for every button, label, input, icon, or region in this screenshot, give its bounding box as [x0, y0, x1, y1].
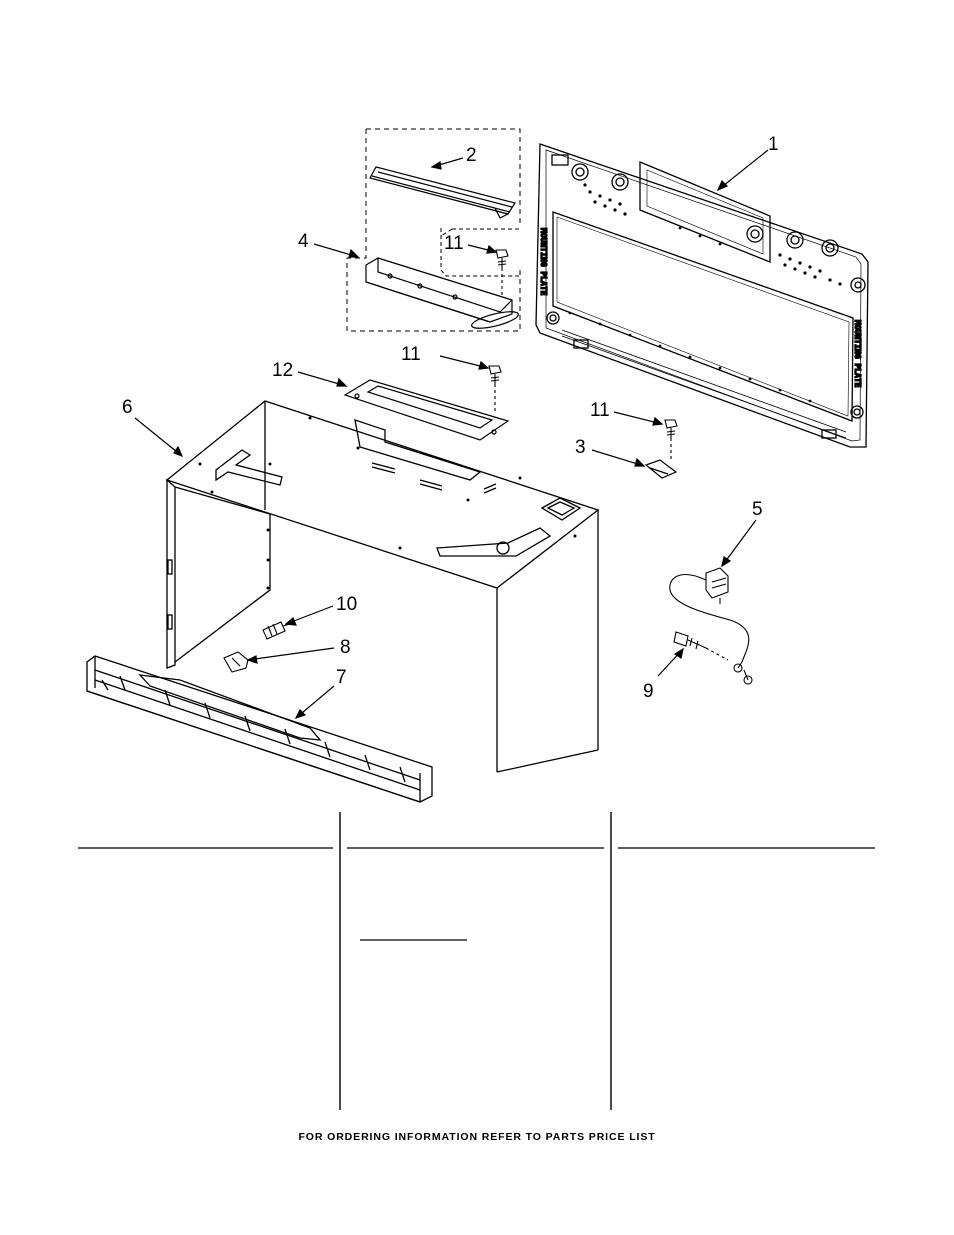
- callout-11c: 11: [590, 400, 610, 421]
- screw-part-c: [664, 419, 678, 462]
- ordering-info-footer: FOR ORDERING INFORMATION REFER TO PARTS …: [298, 1131, 656, 1143]
- callout-9: 9: [643, 681, 654, 702]
- screw-part-b: [488, 365, 502, 412]
- plate-label-left: MOUNTING PLATE: [539, 228, 548, 296]
- kit-dashed-outline: [346, 128, 521, 332]
- callout-4: 4: [298, 231, 309, 252]
- leader-lines: [134, 149, 769, 720]
- callout-6: 6: [122, 397, 133, 418]
- callout-11b: 11: [401, 344, 421, 365]
- callout-2: 2: [466, 145, 477, 166]
- cabinet-part: [165, 400, 600, 773]
- callout-7: 7: [336, 667, 347, 688]
- callout-11a: 11: [444, 233, 464, 254]
- callout-8: 8: [340, 637, 351, 658]
- callout-12: 12: [272, 360, 293, 381]
- clip-part-8: [223, 651, 249, 673]
- bracket-part: [365, 257, 519, 329]
- gasket-part: [343, 379, 510, 441]
- screw-dashed-outline: [440, 228, 520, 277]
- callout-numbers: 1 2 3 4 5 6 7 8 9 10 11 11 11 12: [122, 134, 779, 702]
- callout-3: 3: [575, 437, 586, 458]
- callout-1: 1: [768, 134, 779, 155]
- mounting-plate-part: MOUNTING PLATE MOUNTING PLATE: [535, 143, 869, 448]
- screw-part-9: [673, 631, 729, 661]
- callout-5: 5: [752, 499, 763, 520]
- plate-label-right: MOUNTING PLATE: [853, 320, 862, 388]
- screw-part-a: [495, 249, 509, 295]
- callout-10: 10: [336, 594, 357, 615]
- clip-part: [644, 459, 678, 479]
- grille-part: [86, 655, 433, 803]
- rail-part: [369, 166, 516, 219]
- parts-table-rules: [78, 812, 875, 1110]
- harness-part: [669, 567, 753, 685]
